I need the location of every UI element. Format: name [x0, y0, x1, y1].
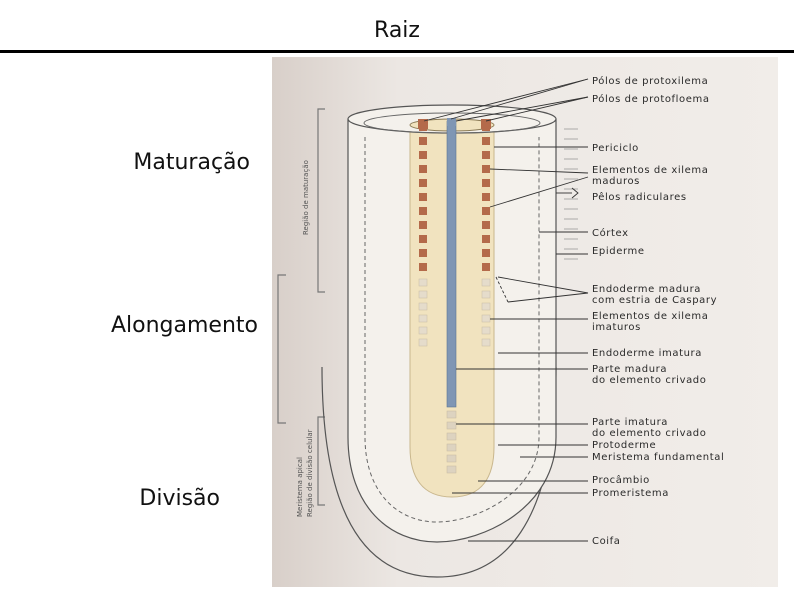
- polo-protoxilema-left: [418, 119, 428, 129]
- bracket-maturacao: [317, 108, 325, 293]
- label-protoderme: Protoderme: [592, 440, 656, 451]
- xilema-maduro: [419, 123, 490, 271]
- label-meristema-fundamental: Meristema fundamental: [592, 452, 724, 463]
- label-endoderme-madura-2: com estria de Caspary: [592, 295, 717, 306]
- side-label-regiao-maturacao: Região de maturação: [302, 160, 310, 235]
- elemento-crivado-maduro: [446, 120, 457, 408]
- label-parte-imatura-1: Parte imatura: [592, 417, 668, 428]
- polo-protofloema: [447, 118, 456, 126]
- label-elementos-xilema-imaturos-1: Elementos de xilema: [592, 311, 708, 322]
- label-parte-madura-1: Parte madura: [592, 364, 667, 375]
- xilema-imaturo: [418, 278, 491, 347]
- side-label-regiao-divisao: Região de divisão celular: [306, 429, 314, 517]
- polo-protoxilema-right: [481, 119, 491, 129]
- root-diagram: Região de maturação Meristema apical Reg…: [272, 57, 778, 587]
- zone-label-divisao: Divisão: [139, 486, 220, 511]
- title-rule: [0, 50, 794, 53]
- label-endoderme-madura-1: Endoderme madura: [592, 284, 701, 295]
- label-polos-protofloema: Pólos de protofloema: [592, 93, 710, 105]
- label-cortex: Córtex: [592, 227, 629, 239]
- label-periciclo: Periciclo: [592, 143, 639, 154]
- label-elementos-xilema-imaturos-2: imaturos: [592, 322, 641, 333]
- label-pelos-radiculares: Pêlos radiculares: [592, 191, 687, 203]
- label-elementos-xilema-maduros-1: Elementos de xilema: [592, 165, 708, 176]
- bracket-divisao: [317, 416, 325, 506]
- zone-label-maturacao: Maturação: [133, 150, 250, 175]
- bracket-alongamento: [277, 274, 286, 424]
- label-parte-madura-2: do elemento crivado: [592, 375, 706, 386]
- label-elementos-xilema-maduros-2: maduros: [592, 176, 640, 187]
- root-hairs: [564, 128, 578, 260]
- label-polos-protoxilema: Pólos de protoxilema: [592, 75, 708, 87]
- label-promeristema: Promeristema: [592, 488, 669, 499]
- label-parte-imatura-2: do elemento crivado: [592, 428, 706, 439]
- cortex-boundary: [364, 137, 540, 523]
- zone-label-alongamento: Alongamento: [110, 313, 258, 338]
- label-coifa: Coifa: [592, 536, 621, 547]
- slide-title: Raiz: [374, 18, 420, 43]
- elemento-crivado-imaturo: [446, 410, 457, 474]
- leader-lines: [423, 78, 589, 542]
- side-label-meristema-apical: Meristema apical: [296, 457, 304, 517]
- label-procambio: Procâmbio: [592, 474, 650, 486]
- label-epiderme: Epiderme: [592, 246, 645, 257]
- label-endoderme-imatura: Endoderme imatura: [592, 348, 702, 359]
